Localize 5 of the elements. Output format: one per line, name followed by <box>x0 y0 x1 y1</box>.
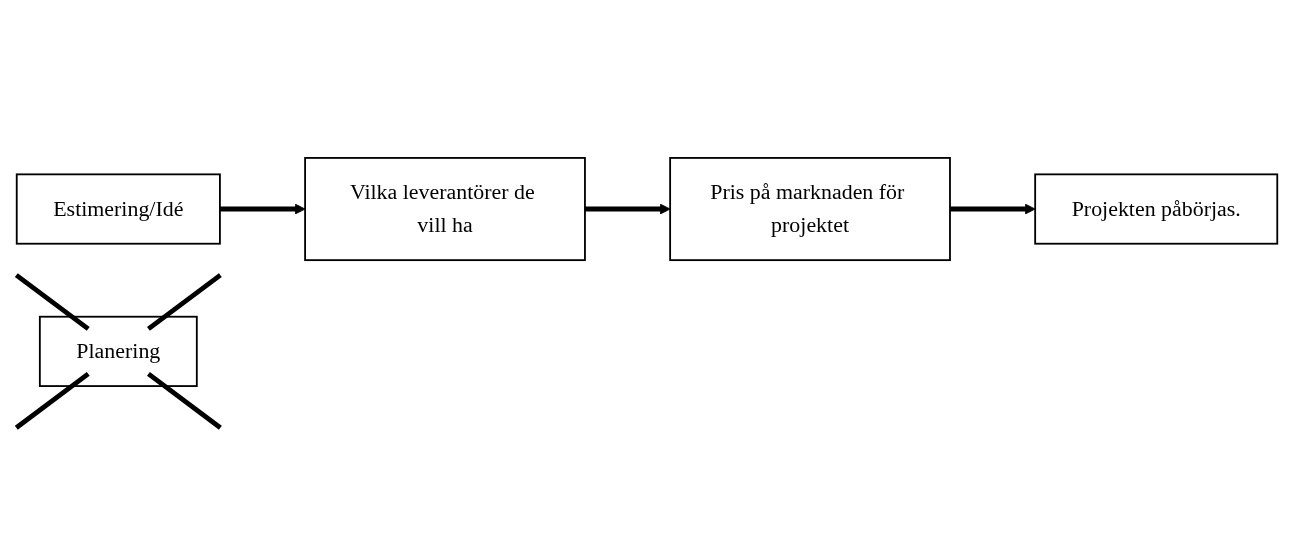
node-box: Projekten påbörjas. <box>1033 172 1278 245</box>
node-box: Vilka leverantörer de vill ha <box>303 156 586 261</box>
node-box: Estimering/Idé <box>15 172 221 245</box>
node-box: Planering <box>38 315 198 387</box>
node-box: Pris på marknaden för projektet <box>668 156 951 261</box>
